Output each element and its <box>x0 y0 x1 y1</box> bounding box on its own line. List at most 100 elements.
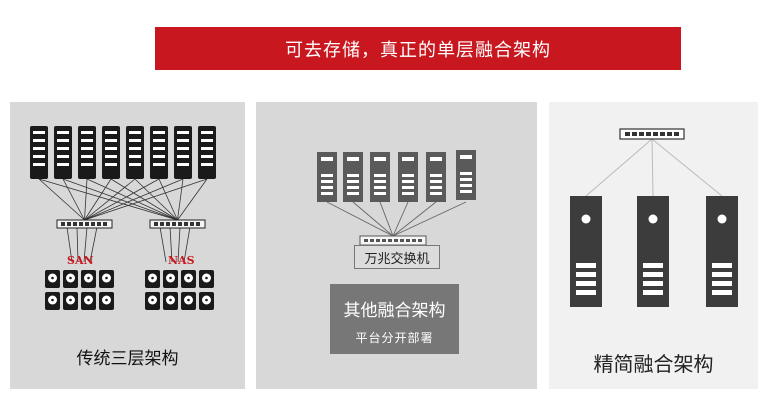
connection-line <box>651 138 654 197</box>
switch-icon <box>359 235 427 246</box>
connection-line <box>169 226 173 263</box>
connection-line <box>159 226 167 263</box>
disk-spindle <box>187 276 190 280</box>
disk-spindle <box>105 276 108 280</box>
server-icon <box>126 126 144 179</box>
panel-caption: 传统三层架构 <box>76 349 179 369</box>
disk-spindle <box>187 298 190 302</box>
panel-simplified: 精简融合架构 <box>549 102 758 389</box>
server-icon <box>30 126 48 179</box>
switch-port <box>166 222 170 226</box>
connection-line <box>62 178 178 221</box>
connection-line <box>84 178 88 221</box>
switch-icon <box>619 128 685 140</box>
server-icon <box>398 152 418 202</box>
switch-port <box>400 239 404 242</box>
connection-line <box>89 226 98 263</box>
other-converged-diagram <box>317 150 476 246</box>
server-icon <box>570 196 602 307</box>
connection-line <box>84 178 208 221</box>
nas-label: NAS <box>168 254 195 267</box>
switch-label-box: 万兆交换机 <box>354 245 440 269</box>
server-icon <box>198 126 216 179</box>
connection-line <box>651 138 723 197</box>
switch-icon <box>149 219 206 229</box>
switch-port <box>370 239 374 242</box>
panel-caption: 精简融合架构 <box>593 352 714 376</box>
switch-port <box>376 239 380 242</box>
server-icon <box>174 126 192 179</box>
switch-port <box>646 132 651 136</box>
switch-port <box>103 222 107 226</box>
server-icon <box>78 126 96 179</box>
connection-line <box>84 178 112 221</box>
switch-port <box>67 222 71 226</box>
server-icon <box>317 152 337 202</box>
switch-port <box>364 239 368 242</box>
switch-port <box>418 239 422 242</box>
connection-line <box>38 178 178 221</box>
switch-port <box>667 132 672 136</box>
connection-line <box>86 178 178 221</box>
switch-port <box>79 222 83 226</box>
disk-spindle <box>151 276 154 280</box>
connection-line <box>177 178 184 221</box>
connection-line <box>84 178 184 221</box>
server-icon <box>150 126 168 179</box>
switch-port <box>97 222 101 226</box>
connection-line <box>392 201 437 237</box>
connection-line <box>110 178 178 221</box>
connection-line <box>158 178 178 221</box>
disk-spindle <box>169 298 172 302</box>
server-icon <box>102 126 120 179</box>
switch-port <box>394 239 398 242</box>
disk-spindle <box>87 276 90 280</box>
server-icon <box>456 150 476 200</box>
server-icon <box>370 152 390 202</box>
panel-traditional: SAN NAS 传统三层架构 <box>10 102 245 389</box>
switch-port <box>632 132 637 136</box>
switch-port <box>412 239 416 242</box>
banner-title: 可去存储，真正的单层融合架构 <box>285 39 551 61</box>
traditional-diagram <box>30 126 216 310</box>
connection-line <box>392 201 467 237</box>
switch-port <box>660 132 665 136</box>
simplified-diagram <box>570 128 738 307</box>
switch-port <box>91 222 95 226</box>
connection-line <box>62 178 85 221</box>
disk-spindle <box>87 298 90 302</box>
connection-line <box>352 201 394 237</box>
server-icon <box>637 196 669 307</box>
server-icon <box>426 152 446 202</box>
switch-port <box>196 222 200 226</box>
server-icon <box>54 126 72 179</box>
switch-port <box>172 222 176 226</box>
switch-port <box>388 239 392 242</box>
connection-line <box>177 226 181 263</box>
server-icon <box>706 196 738 307</box>
connection-line <box>84 178 136 221</box>
san-label: SAN <box>67 254 94 267</box>
switch-port <box>639 132 644 136</box>
connection-line <box>379 201 394 237</box>
switch-port <box>190 222 194 226</box>
connection-line <box>392 201 409 237</box>
switch-port <box>85 222 89 226</box>
switch-port <box>154 222 158 226</box>
switch-port <box>653 132 658 136</box>
switch-port <box>178 222 182 226</box>
other-converged-box: 其他融合架构 平台分开部署 <box>330 284 459 354</box>
connection-line <box>326 201 394 237</box>
disk-spindle <box>205 276 208 280</box>
connection-line <box>84 178 160 221</box>
disk-spindle <box>169 276 172 280</box>
switch-port <box>160 222 164 226</box>
switch-port <box>61 222 65 226</box>
connection-line <box>177 178 208 221</box>
other-converged-subtitle: 平台分开部署 <box>355 331 434 345</box>
switch-port <box>674 132 679 136</box>
disk-spindle <box>51 276 54 280</box>
connection-line <box>76 226 79 263</box>
switch-label: 万兆交换机 <box>364 251 430 267</box>
connection-line <box>585 138 653 197</box>
